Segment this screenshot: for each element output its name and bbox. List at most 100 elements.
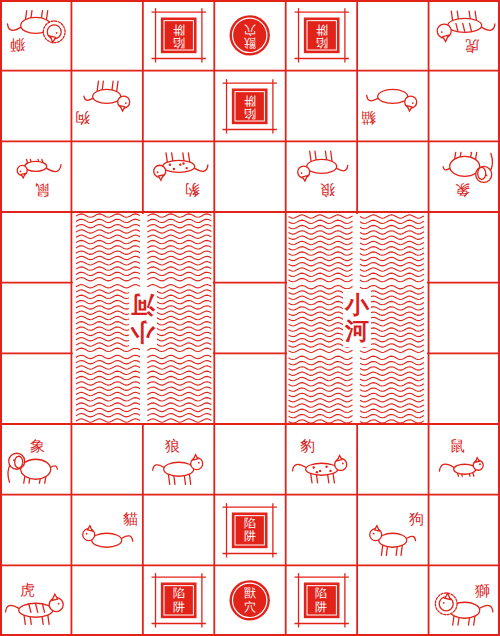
frame-line (294, 58, 348, 59)
wave-line (147, 387, 211, 390)
frame-line (226, 503, 227, 557)
wave-line (360, 230, 424, 233)
wave-line (360, 366, 424, 369)
lion-mane (435, 593, 457, 615)
animal-square: 狼 (143, 424, 214, 495)
figure-layer (286, 424, 357, 495)
animal-figure (439, 458, 483, 477)
animal-ear (158, 175, 163, 180)
animal-leg (117, 81, 119, 93)
frame-line (223, 553, 277, 554)
tiger-stripe (43, 605, 45, 613)
animal-tail (292, 464, 305, 470)
wave-line (360, 349, 424, 352)
animal-tail (8, 24, 21, 30)
animal-figure (17, 160, 61, 179)
animal-label: 狼 (320, 181, 335, 198)
wave-line (289, 414, 353, 417)
animal-square: 狼 (286, 141, 357, 212)
animal-tail (51, 466, 58, 469)
trap-square: 陷阱 (214, 71, 285, 142)
frame-line (155, 8, 156, 62)
wave-line (147, 250, 211, 253)
den-ring (233, 18, 267, 52)
wave-line (360, 273, 424, 276)
figure-layer (286, 141, 357, 212)
grid-line (213, 0, 215, 636)
wave-line (76, 235, 140, 238)
wave-line (76, 365, 140, 368)
frame-line (298, 573, 299, 627)
wave-line (76, 213, 140, 216)
animal-eye (86, 532, 88, 534)
wave-line (76, 229, 140, 232)
elephant-ear (477, 168, 485, 180)
animal-body (306, 160, 336, 174)
den-circle (230, 15, 270, 55)
wave-line (76, 408, 140, 411)
trap-inner-line (164, 586, 193, 615)
animal-figure (84, 81, 130, 111)
wave-line (147, 256, 211, 259)
wave-line (289, 214, 353, 217)
wave-line (147, 213, 211, 216)
leopard-spot (173, 168, 175, 170)
animal-figure (443, 153, 492, 183)
wave-line (360, 377, 424, 380)
wave-line (76, 256, 140, 259)
wave-line (147, 348, 211, 351)
wave-line (76, 245, 140, 248)
wave-line (360, 257, 424, 260)
animal-body (379, 533, 407, 547)
wave-line (289, 273, 353, 276)
wave-line (76, 266, 140, 269)
animal-eye (13, 459, 15, 461)
wave-line (147, 245, 211, 248)
wave-line (360, 387, 424, 390)
animal-label: 狗 (76, 109, 91, 126)
trap-frame (223, 79, 277, 133)
animal-eye (479, 463, 481, 465)
trap-label: 陷阱 (173, 22, 185, 48)
animal-label: 豹 (300, 438, 315, 455)
animal-body (378, 89, 408, 103)
frame-line (344, 8, 345, 62)
animal-label: 鼠 (450, 438, 465, 455)
den-square: 獸穴 (214, 565, 285, 636)
animal-square: 象 (0, 424, 71, 495)
river-area: 小河 (73, 214, 213, 423)
figure-layer (143, 141, 214, 212)
wave-line (76, 348, 140, 351)
figure-layer (429, 0, 500, 71)
frame-line (201, 573, 202, 627)
animal-figure (6, 594, 64, 624)
animal-eye (20, 171, 22, 173)
wave-line (147, 261, 211, 264)
animal-head (475, 167, 491, 183)
trap-square: 陷阱 (286, 565, 357, 636)
wave-line (289, 230, 353, 233)
tiger-stripe (36, 605, 38, 613)
frame-line (294, 577, 348, 578)
animal-square: 貓 (357, 71, 428, 142)
trap-inner-line (164, 21, 193, 50)
wave-line (147, 365, 211, 368)
frame-line (151, 623, 205, 624)
animal-square: 豹 (286, 424, 357, 495)
animal-eye (58, 603, 60, 605)
animal-ear (475, 458, 479, 463)
animal-tail (6, 606, 19, 612)
wave-line (360, 382, 424, 385)
figure-layer (71, 71, 142, 142)
wave-line (289, 372, 353, 375)
wave-line (76, 392, 140, 395)
animal-body (453, 464, 475, 474)
animal-square: 虎 (0, 565, 71, 636)
animal-body (163, 161, 195, 173)
wave-line (289, 349, 353, 352)
animal-body (92, 533, 122, 547)
frame-line (223, 506, 277, 507)
animal-tail (439, 464, 453, 471)
wave-line (360, 278, 424, 281)
